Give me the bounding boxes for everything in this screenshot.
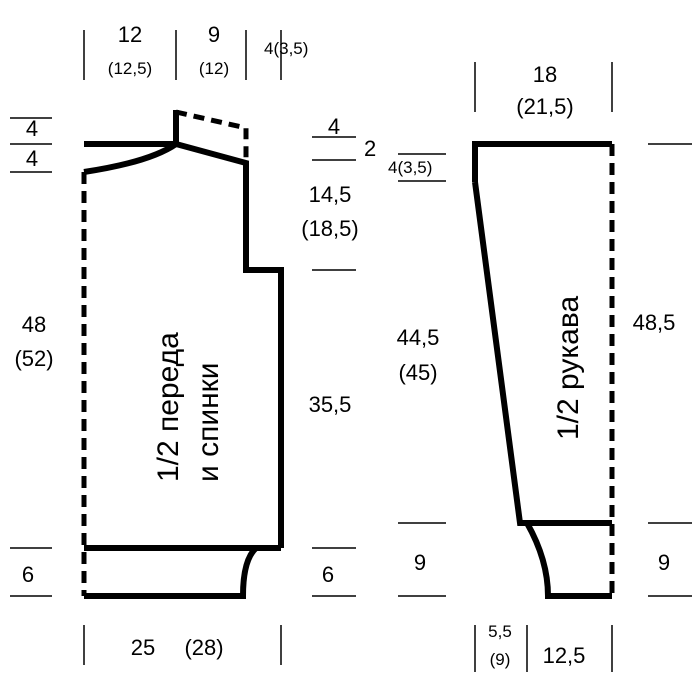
- fb-top-width-b-alt: (12): [199, 59, 229, 78]
- neckline-curve: [83, 141, 178, 175]
- sleeve-bottom-narrow: 5,5: [488, 622, 512, 641]
- fb-top-width-a: 12: [118, 22, 142, 47]
- fb-side-height: 35,5: [309, 392, 352, 417]
- sleeve-dimension-lines: [398, 62, 692, 672]
- fb-rib-left: 6: [22, 562, 34, 587]
- sleeve-cuff-right: 9: [658, 550, 670, 575]
- fb-right-top-1: 4: [328, 114, 340, 139]
- fb-top-width-b: 9: [208, 22, 220, 47]
- fb-left-top-2: 4: [26, 146, 38, 171]
- sleeve-inner-height-alt: (45): [398, 360, 437, 385]
- fb-armhole-height-alt: (18,5): [301, 216, 358, 241]
- fb-bottom-width-alt: (28): [184, 635, 223, 660]
- sleeve-bottom-width: 12,5: [543, 643, 586, 668]
- cuff-outline: [524, 521, 612, 599]
- shoulder-dashed: [175, 109, 249, 163]
- fb-bottom-width: 25: [131, 635, 155, 660]
- fb-right-top-2: 2: [364, 136, 376, 161]
- front-back-label-1: 1/2 переда: [152, 332, 185, 482]
- front-back-dimension-lines: [10, 30, 356, 665]
- sleeve-inner-height: 44,5: [397, 325, 440, 350]
- sleeve-label: 1/2 рукава: [552, 296, 585, 440]
- fb-total-height: 48: [22, 312, 46, 337]
- fb-total-height-alt: (52): [14, 346, 53, 371]
- sleeve-top-width: 18: [533, 62, 557, 87]
- fb-left-top-1: 4: [26, 116, 38, 141]
- front-back-label-2: и спинки: [192, 362, 225, 482]
- fb-rib-right: 6: [322, 562, 334, 587]
- sleeve-top-width-alt: (21,5): [516, 94, 573, 119]
- sleeve-outline: [472, 141, 612, 526]
- sleeve-cuff-left: 9: [414, 550, 426, 575]
- sleeve-piece: 1/2 рукава: [472, 141, 615, 599]
- rib-band-outline: [84, 545, 259, 599]
- sleeve-bottom-narrow-alt: (9): [490, 650, 511, 669]
- sleeve-outer-height: 48,5: [633, 310, 676, 335]
- front-back-piece: 1/2 переда и спинки: [81, 109, 284, 599]
- fb-top-width-c: 4(3,5): [264, 39, 308, 58]
- sleeve-cap-left: 4(3,5): [388, 158, 432, 177]
- fb-armhole-height: 14,5: [309, 182, 352, 207]
- fb-top-width-a-alt: (12,5): [108, 59, 152, 78]
